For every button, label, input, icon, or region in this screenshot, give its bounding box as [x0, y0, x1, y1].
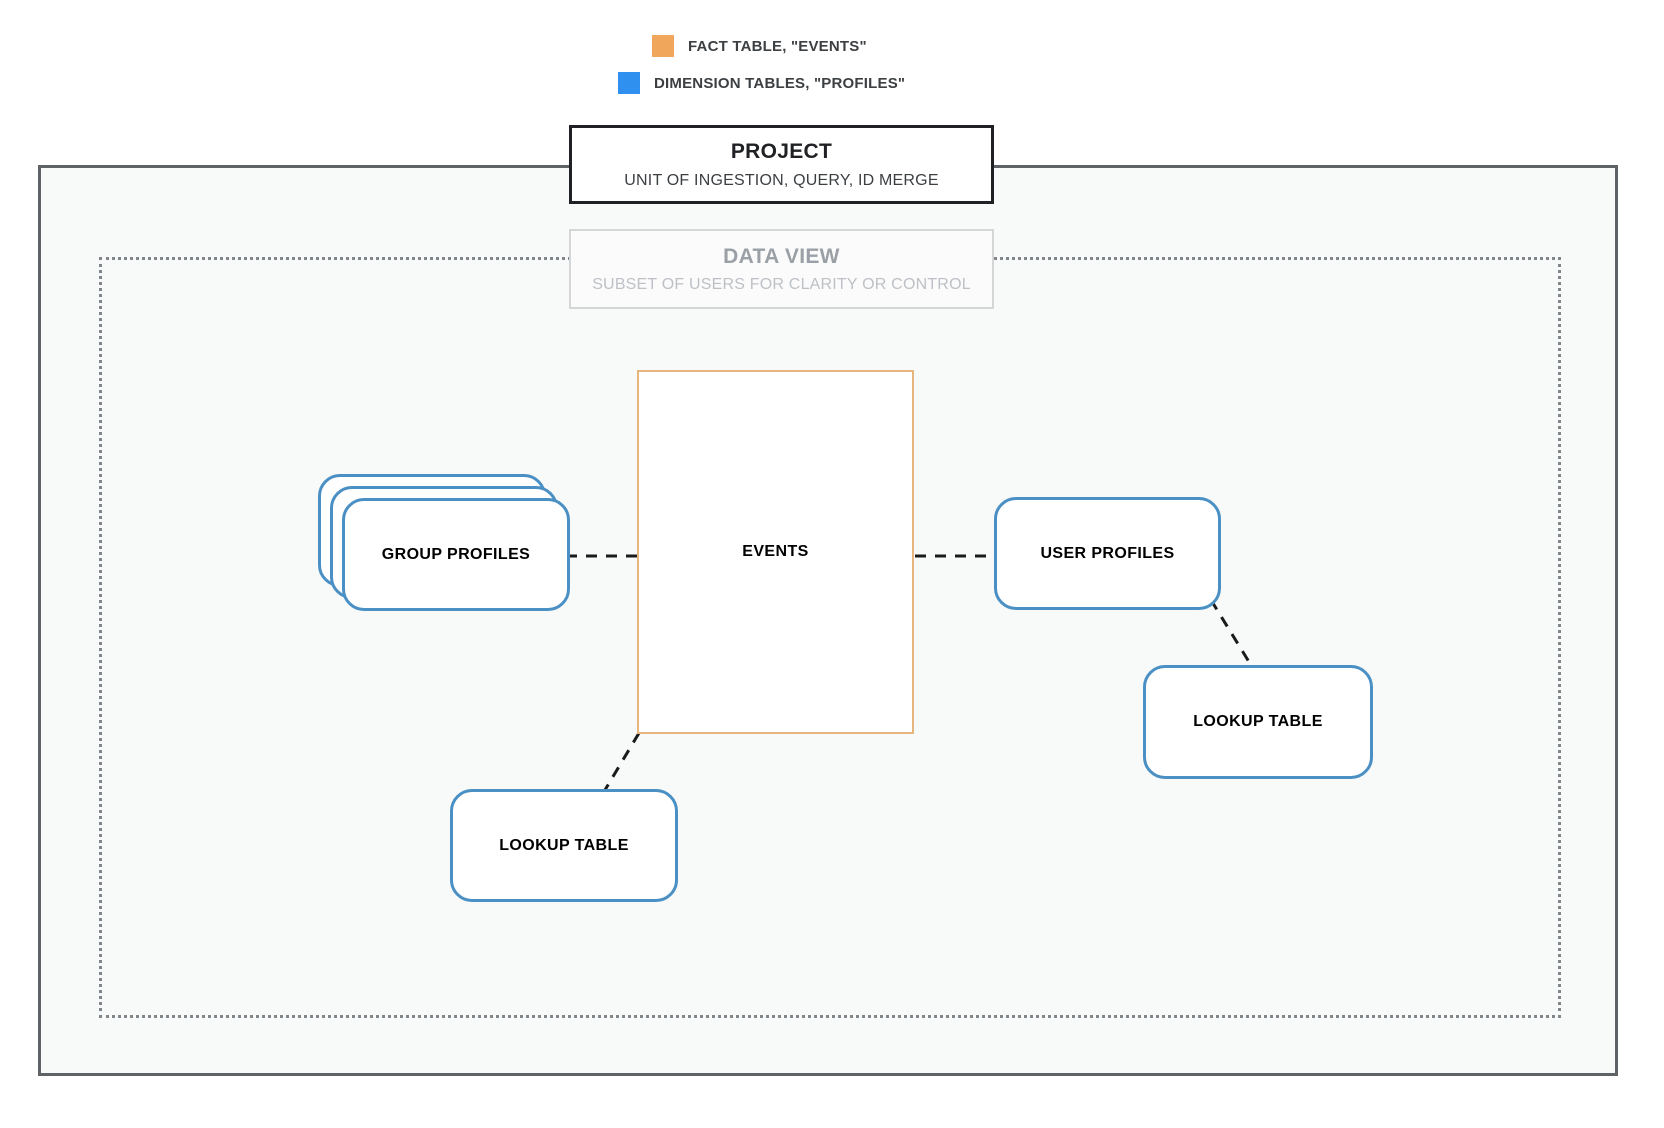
node-label-lookup-table-right: LOOKUP TABLE [1193, 713, 1323, 730]
data-view-title: DATA VIEW [723, 244, 840, 268]
node-label-group-profiles: GROUP PROFILES [381, 545, 531, 563]
node-label-user-profiles: USER PROFILES [1040, 544, 1175, 562]
project-header-box: PROJECT UNIT OF INGESTION, QUERY, ID MER… [569, 125, 994, 204]
node-lookup-table-right[interactable]: LOOKUP TABLE [1143, 665, 1373, 779]
node-user-profiles[interactable]: USER PROFILES [994, 497, 1221, 610]
node-label-lookup-table-left: LOOKUP TABLE [499, 836, 629, 854]
legend-label-fact-table: FACT TABLE, "EVENTS" [688, 37, 867, 55]
legend-item-dimension-tables: DIMENSION TABLES, "PROFILES" [618, 72, 905, 94]
orange-square-swatch-icon [652, 35, 674, 57]
legend-label-dimension-tables: DIMENSION TABLES, "PROFILES" [654, 74, 906, 92]
data-view-header-box: DATA VIEW SUBSET OF USERS FOR CLARITY OR… [569, 229, 994, 309]
node-lookup-table-left[interactable]: LOOKUP TABLE [450, 789, 678, 902]
project-subtitle: UNIT OF INGESTION, QUERY, ID MERGE [624, 171, 939, 189]
legend-item-fact-table: FACT TABLE, "EVENTS" [652, 35, 867, 57]
blue-square-swatch-icon [618, 72, 640, 94]
project-title: PROJECT [730, 140, 833, 164]
group-profiles-stack-layer-front[interactable]: GROUP PROFILES [342, 498, 570, 611]
node-events-fact-table[interactable]: EVENTS [637, 370, 914, 734]
node-label-events: EVENTS [742, 543, 809, 560]
node-group-profiles-stack[interactable]: GROUP PROFILES [318, 474, 570, 611]
data-view-subtitle: SUBSET OF USERS FOR CLARITY OR CONTROL [592, 276, 971, 293]
